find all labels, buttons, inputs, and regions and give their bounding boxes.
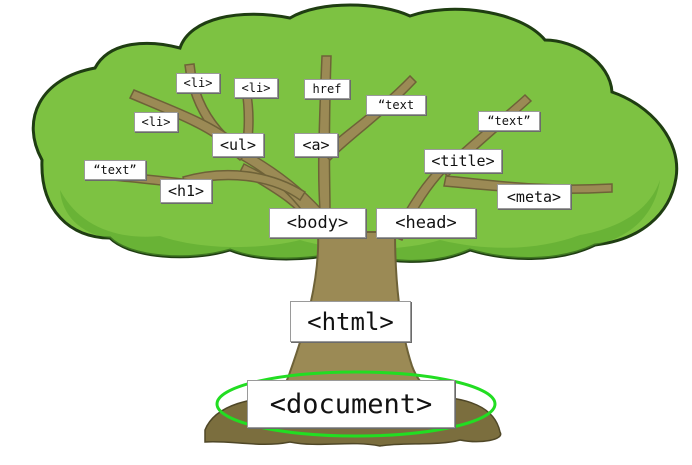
node-li-2: <li>	[234, 78, 278, 98]
node-meta: <meta>	[497, 184, 571, 209]
node-text-3: “text”	[478, 111, 540, 131]
node-ul: <ul>	[212, 133, 264, 157]
node-head: <head>	[376, 208, 476, 238]
node-h1: <h1>	[160, 179, 212, 203]
node-href: href	[304, 79, 350, 99]
node-li-1: <li>	[176, 73, 220, 93]
document-highlight-ellipse	[215, 370, 497, 438]
node-title: <title>	[424, 149, 502, 173]
node-text-2: “text	[366, 95, 426, 115]
node-li-3: <li>	[134, 112, 178, 132]
node-a: <a>	[294, 133, 338, 157]
node-html: <html>	[290, 301, 411, 342]
node-body: <body>	[269, 208, 366, 238]
node-document: <document>	[247, 380, 455, 428]
node-text-1: “text”	[84, 160, 146, 180]
